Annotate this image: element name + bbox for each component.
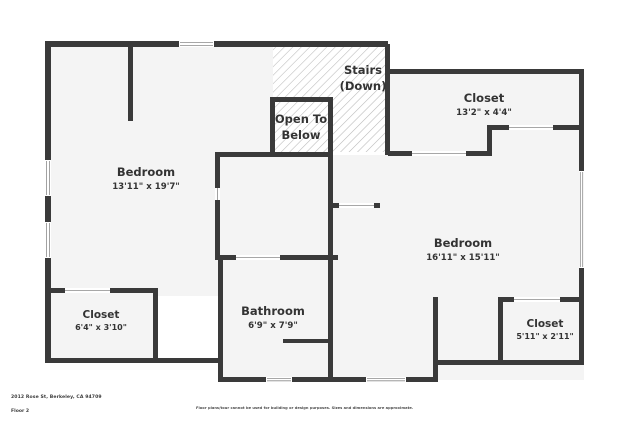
label-closet-lower-right-name: Closet bbox=[527, 318, 564, 330]
doorway-closet-bottom-left bbox=[65, 288, 110, 293]
label-stairs-line2: (Down) bbox=[340, 79, 387, 93]
doorway-hall-to-bedroom-main bbox=[215, 188, 220, 200]
label-open-to-below-line1: Open To bbox=[275, 112, 327, 126]
footer: 2012 Rose St, Berkeley, CA 94709 Floor 2… bbox=[0, 393, 640, 427]
label-bathroom-dimensions: 6'9" x 7'9" bbox=[248, 321, 298, 331]
window-right-bedroom bbox=[579, 167, 584, 272]
label-stairs-line1: Stairs bbox=[344, 63, 382, 77]
label-closet-bedroom-main-dimensions: 6'4" x 3'10" bbox=[75, 323, 127, 332]
doorway-bathroom bbox=[236, 255, 280, 260]
legal-disclaimer: Floor plans/tour cannot be used for buil… bbox=[196, 406, 414, 410]
doorway-closet-lower-right bbox=[514, 297, 560, 302]
label-closet-upper-right-dimensions: 13'2" x 4'4" bbox=[456, 108, 512, 118]
label-bedroom-secondary-name: Bedroom bbox=[434, 236, 492, 250]
room-labels: Bedroom 13'11" x 19'7" Closet 6'4" x 3'1… bbox=[75, 91, 574, 341]
window-bottom-bedroom bbox=[362, 377, 410, 382]
label-closet-upper-right-name: Closet bbox=[464, 91, 505, 105]
feature-labels: Stairs (Down) Open To Below bbox=[275, 63, 387, 142]
walls bbox=[45, 41, 584, 382]
label-open-to-below-line2: Below bbox=[281, 128, 320, 142]
label-bedroom-main-dimensions: 13'11" x 19'7" bbox=[112, 182, 180, 192]
window-top-bedroom bbox=[175, 41, 218, 47]
window-bottom-bathroom bbox=[262, 377, 296, 382]
label-closet-lower-right-dimensions: 5'11" x 2'11" bbox=[516, 332, 573, 341]
footer-address-block: 2012 Rose St, Berkeley, CA 94709 Floor 2 bbox=[11, 393, 102, 416]
window-left-upper bbox=[45, 156, 51, 200]
doorway-closet-upper-right-right bbox=[509, 125, 553, 130]
doorway-closet-upper-right-left bbox=[412, 151, 466, 156]
doorway-bedroom-secondary bbox=[333, 203, 380, 208]
floor-label: Floor 2 bbox=[11, 409, 30, 414]
label-closet-bedroom-main-name: Closet bbox=[83, 309, 120, 321]
label-bedroom-secondary-dimensions: 16'11" x 15'11" bbox=[426, 253, 500, 263]
doorways bbox=[65, 125, 560, 302]
windows bbox=[45, 41, 584, 382]
label-bathroom-name: Bathroom bbox=[241, 304, 305, 318]
label-bedroom-main-name: Bedroom bbox=[117, 165, 175, 179]
window-left-lower bbox=[45, 218, 51, 262]
property-address: 2012 Rose St, Berkeley, CA 94709 bbox=[11, 395, 102, 400]
